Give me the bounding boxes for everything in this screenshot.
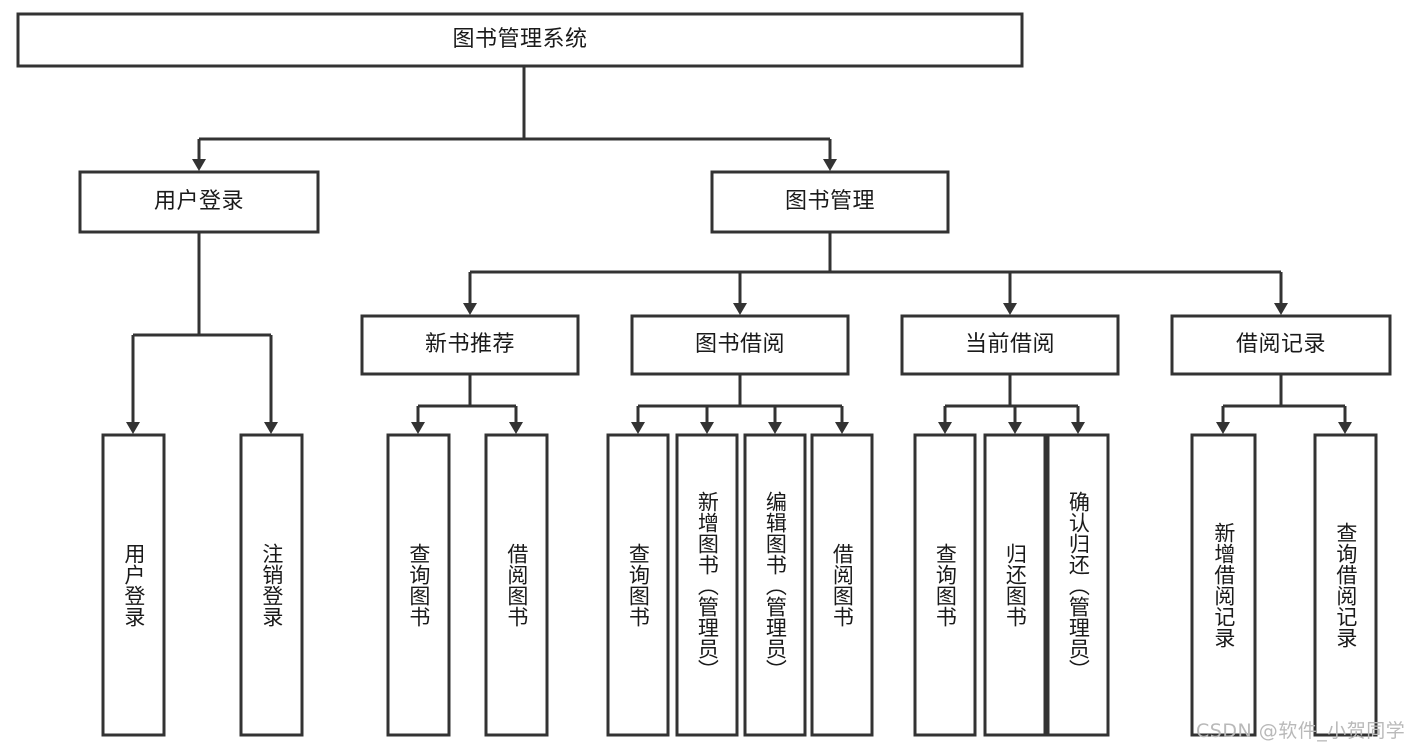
leaf-box-user-login-0[interactable] bbox=[101, 433, 166, 737]
node-box-root[interactable] bbox=[16, 12, 1024, 68]
node-box-book-management[interactable] bbox=[710, 170, 950, 234]
leaf-box-book-borrow-2[interactable] bbox=[743, 433, 807, 737]
leaf-box-book-borrow-0[interactable] bbox=[606, 433, 670, 737]
node-box-current-borrow[interactable] bbox=[900, 314, 1120, 376]
node-box-new-book-recommend[interactable] bbox=[360, 314, 580, 376]
leaf-box-new-book-1[interactable] bbox=[484, 433, 549, 737]
leaf-box-current-borrow-2[interactable] bbox=[1046, 433, 1110, 737]
node-box-borrow-records[interactable] bbox=[1170, 314, 1392, 376]
leaf-box-current-borrow-0[interactable] bbox=[913, 433, 977, 737]
leaf-box-user-login-1[interactable] bbox=[239, 433, 304, 737]
leaf-box-borrow-records-0[interactable] bbox=[1190, 433, 1257, 737]
leaf-box-current-borrow-1[interactable] bbox=[983, 433, 1047, 737]
leaf-box-book-borrow-1[interactable] bbox=[675, 433, 739, 737]
csdn-watermark: CSDN @软件_小贺同学 bbox=[1196, 720, 1405, 742]
node-box-book-borrow[interactable] bbox=[630, 314, 850, 376]
leaf-box-borrow-records-1[interactable] bbox=[1313, 433, 1378, 737]
leaf-box-book-borrow-3[interactable] bbox=[810, 433, 874, 737]
leaf-box-new-book-0[interactable] bbox=[386, 433, 451, 737]
node-box-user-login[interactable] bbox=[78, 170, 320, 234]
